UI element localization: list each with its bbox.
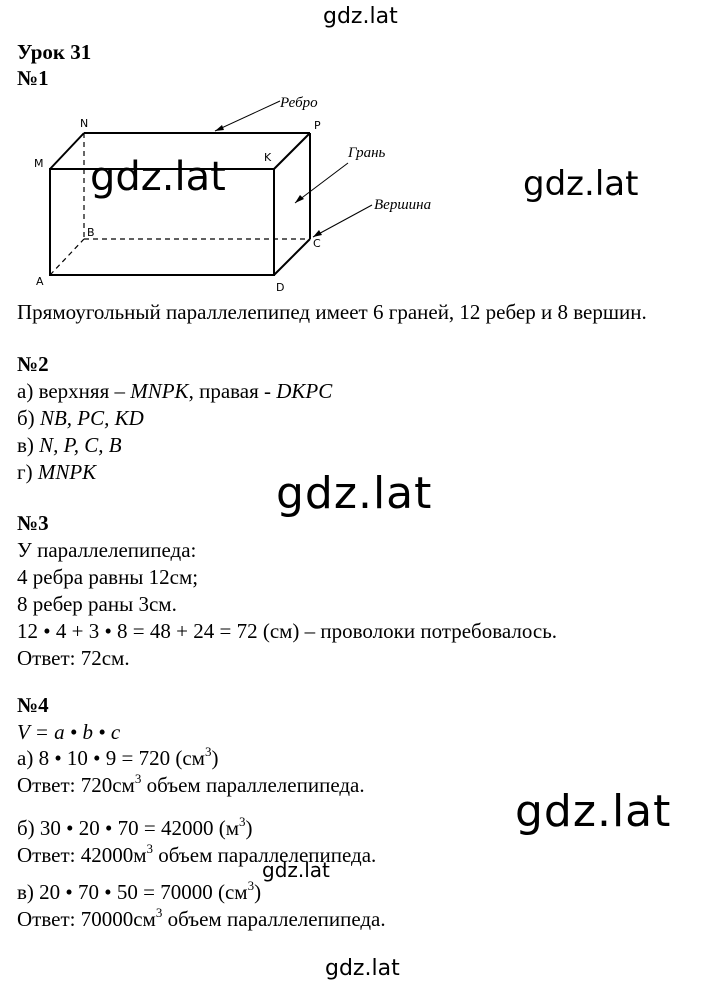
task4-c-answer-pre: Ответ: 70000см (17, 907, 156, 931)
exponent: 3 (146, 841, 154, 856)
vertex-label-m: M (34, 157, 44, 170)
task1-number: №1 (17, 66, 49, 90)
close-paren: ) (245, 816, 253, 840)
arrowhead-vertex (313, 230, 322, 237)
vertex-label-c: C (313, 237, 321, 250)
task2-a: а) верхняя – MNPK, правая - DKPC (17, 379, 332, 403)
task2-d: г) MNPK (17, 460, 96, 484)
vertex-label-p: P (314, 119, 321, 132)
task2-b: б) NB, PC, KD (17, 406, 144, 430)
task2-a-top: MNPK (130, 379, 189, 403)
arrow-vertex (312, 204, 373, 238)
task3-line: 8 ребер раны 3см. (17, 592, 177, 616)
watermark-top: gdz.lat (323, 4, 398, 29)
edge-mn (49, 132, 85, 170)
vertex-label-n: N (80, 117, 88, 130)
task4-number: №4 (17, 693, 49, 717)
task4-b-calc: б) 30 • 20 • 70 = 42000 (м3) (17, 814, 253, 840)
exponent: 3 (239, 814, 246, 829)
task2-c: в) N, P, C, B (17, 433, 122, 457)
task3-number: №3 (17, 511, 49, 535)
task2-a-right: DKPC (276, 379, 333, 403)
task1-text: Прямоугольный параллелепипед имеет 6 гра… (17, 300, 647, 324)
task2-d-prefix: г) (17, 460, 38, 484)
task4-c-answer-post: объем параллелепипеда. (162, 907, 386, 931)
exponent: 3 (134, 771, 142, 786)
annotation-edge: Ребро (279, 95, 318, 111)
arrowhead-face (295, 195, 304, 203)
lesson-title: Урок 31 (17, 40, 92, 64)
watermark-figure: gdz.lat (90, 154, 226, 200)
vertex-label-k: K (264, 151, 272, 164)
vertex-label-d: D (276, 281, 284, 294)
task4-c-calc: в) 20 • 70 • 50 = 70000 (см3) (17, 878, 262, 904)
task2-c-value: N, P, C, B (39, 433, 122, 457)
task2-b-value: NB, PC, KD (39, 406, 144, 430)
parallelepiped-figure: N P M K B C A D Ребро Грань Вершина gdz.… (34, 95, 431, 294)
watermark-right-lower: gdz.lat (515, 786, 672, 837)
task3-line: У параллелепипеда: (17, 538, 197, 562)
task3-line: 4 ребра равны 12см; (17, 565, 199, 589)
arrowhead-edge (215, 125, 224, 131)
task4-a-answer-post: объем параллелепипеда. (141, 773, 365, 797)
task4-a-calc: а) 8 • 10 • 9 = 720 (см3) (17, 744, 219, 770)
task4-a-calc-text: а) 8 • 10 • 9 = 720 (см (17, 746, 205, 770)
task4-b-calc-text: б) 30 • 20 • 70 = 42000 (м (17, 816, 240, 840)
exponent: 3 (204, 744, 212, 759)
watermark-bottom: gdz.lat (325, 956, 400, 981)
task2-b-prefix: б) (17, 406, 40, 430)
annotation-face: Грань (347, 145, 386, 161)
watermark-right: gdz.lat (523, 164, 639, 204)
task2-a-mid: , правая - (188, 379, 277, 403)
watermark-middle: gdz.lat (276, 468, 433, 519)
vertex-label-a: A (36, 275, 44, 288)
exponent: 3 (247, 878, 255, 893)
edge-kp (273, 132, 311, 170)
edge-dc (273, 238, 311, 276)
task4-c-calc-text: в) 20 • 70 • 50 = 70000 (см (17, 880, 248, 904)
task4-c-answer: Ответ: 70000см3 объем параллелепипеда. (17, 905, 386, 931)
task4-b-answer-post: объем параллелепипеда. (153, 843, 377, 867)
task2-c-prefix: в) (17, 433, 40, 457)
task3-line: 12 • 4 + 3 • 8 = 48 + 24 = 72 (см) – про… (17, 619, 558, 643)
task4-b-answer: Ответ: 42000м3 объем параллелепипеда. (17, 841, 377, 867)
arrow-edge (214, 100, 281, 132)
vertex-label-b: B (87, 226, 95, 239)
exponent: 3 (155, 905, 163, 920)
annotation-vertex: Вершина (374, 197, 431, 213)
front-face (49, 168, 275, 276)
close-paren: ) (211, 746, 219, 770)
watermark-small: gdz.lat (262, 858, 330, 882)
task2-number: №2 (17, 352, 49, 376)
task3-answer: Ответ: 72см. (17, 646, 130, 670)
task4-formula: V = a • b • c (17, 720, 121, 744)
task4-a-answer: Ответ: 720см3 объем параллелепипеда. (17, 771, 365, 797)
task2-a-prefix: а) верхняя – (17, 379, 131, 403)
task4-b-answer-pre: Ответ: 42000м (17, 843, 147, 867)
arrow-face (294, 162, 349, 204)
close-paren: ) (254, 880, 262, 904)
task4-a-answer-pre: Ответ: 720см (17, 773, 135, 797)
hidden-edge-ab (49, 238, 85, 276)
task2-d-value: MNPK (37, 460, 97, 484)
